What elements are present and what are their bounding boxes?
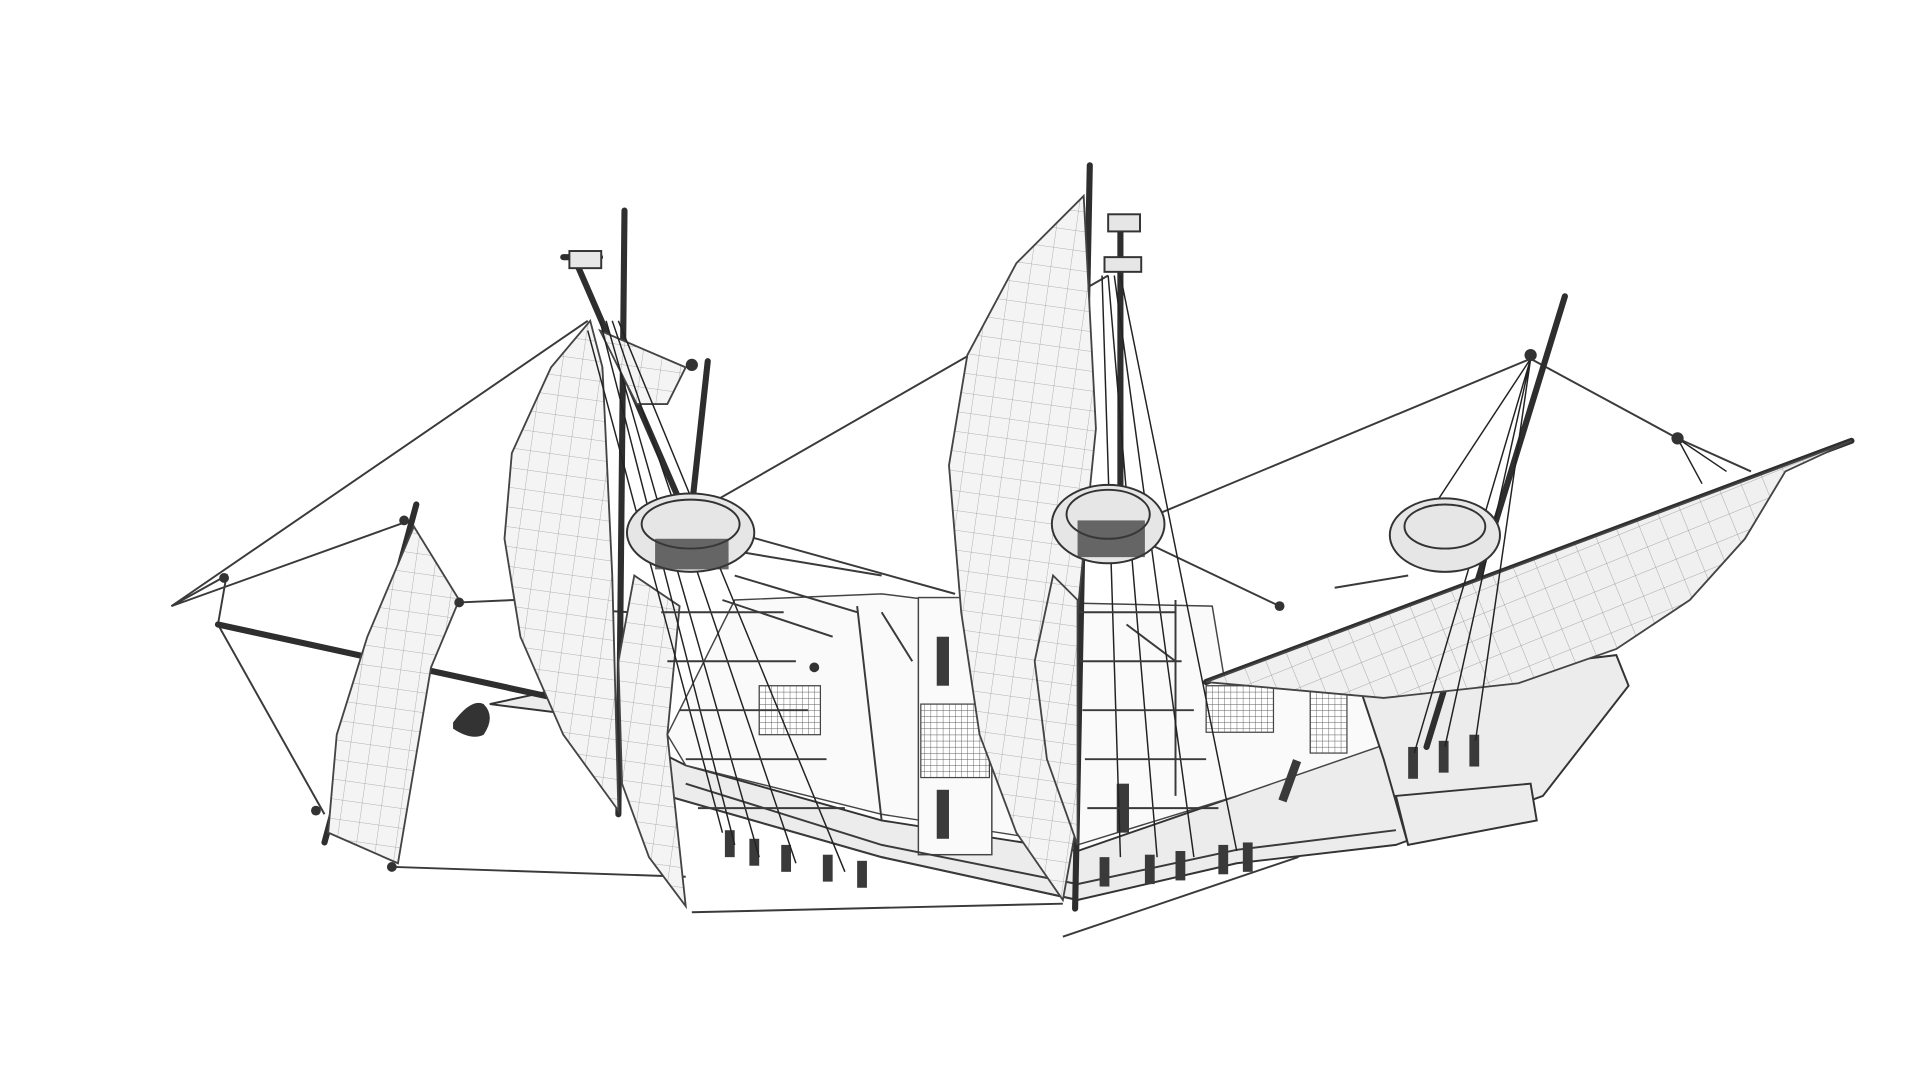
fore-topsail <box>598 328 687 405</box>
main-lower-sail <box>1033 573 1079 846</box>
figurehead <box>453 702 490 737</box>
lateen-sail <box>1205 439 1852 699</box>
spritsail <box>327 524 461 865</box>
rigging-blocks <box>219 348 1684 872</box>
fighting-tops <box>568 213 1501 573</box>
fore-course-sail <box>503 318 620 814</box>
sails <box>327 193 1852 910</box>
fore-lower-sail <box>617 573 687 910</box>
